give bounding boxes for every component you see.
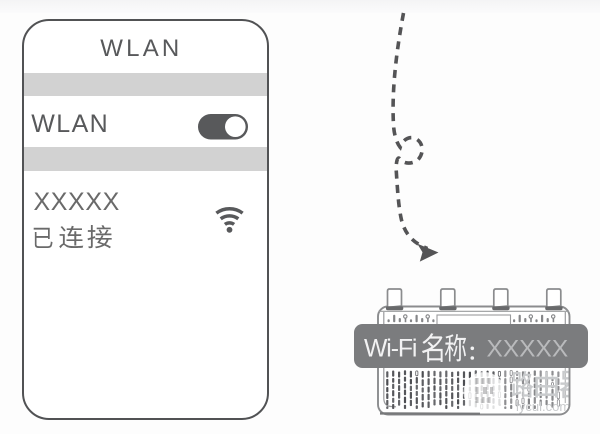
svg-text:lycul.com: lycul.com	[516, 399, 570, 414]
svg-text:Wi-Fi: Wi-Fi	[364, 336, 416, 363]
svg-text:XXXXX: XXXXX	[487, 336, 569, 363]
